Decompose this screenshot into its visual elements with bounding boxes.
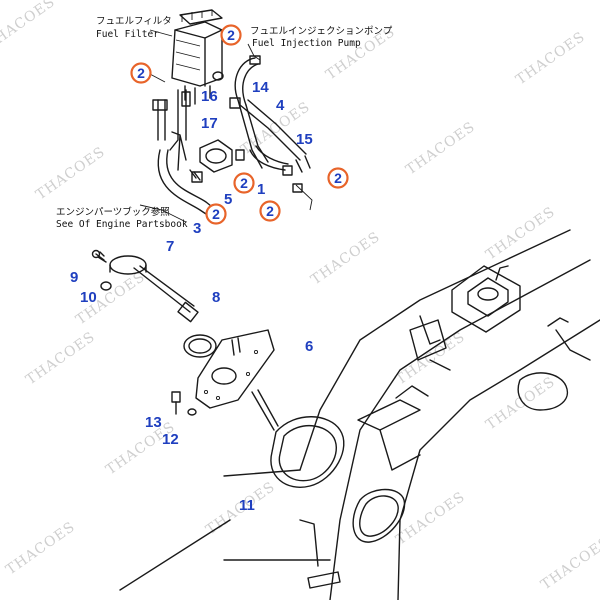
callout-marker: 2: [220, 24, 242, 46]
bolt-drawing: [91, 249, 112, 291]
pump-label-jp: フュエルインジェクションポンプ: [250, 26, 393, 37]
watermark-text: THACOES: [393, 329, 468, 388]
part-number: 5: [224, 191, 232, 208]
watermark-text: THACOES: [23, 329, 98, 388]
part-number: 16: [201, 88, 218, 105]
pump-label-en: Fuel Injection Pump: [252, 38, 361, 49]
callout-markers: 2 2 2 2 2 2: [130, 24, 349, 225]
part-number: 3: [193, 220, 201, 237]
callout-marker: 2: [259, 200, 281, 222]
watermark-text: THACOES: [0, 0, 58, 53]
annotation-labels: フュエルフィルタ Fuel Filter フュエルインジェクションポンプ Fue…: [56, 16, 393, 230]
callout-marker: 2: [205, 203, 227, 225]
part-number: 15: [296, 131, 313, 148]
bolt-washer-drawing: [171, 391, 197, 416]
watermark-text: THACOES: [513, 29, 588, 88]
fuel-sender-drawing: [97, 251, 199, 323]
watermark-text: THACOES: [3, 519, 78, 578]
gasket-ring-drawing: [183, 334, 217, 358]
part-number: 4: [276, 97, 285, 114]
callout-marker: 2: [327, 167, 349, 189]
callout-number: 2: [240, 175, 248, 191]
part-number: 17: [201, 115, 218, 132]
engine-book-label-en: See Of Engine Partsbook: [56, 219, 188, 230]
fuel-filter-drawing: [171, 9, 224, 105]
fuel-filter-label-en: Fuel Filter: [96, 29, 159, 40]
callout-number: 2: [266, 203, 274, 219]
callout-number: 2: [212, 206, 220, 222]
fuel-hoses-drawing: [152, 55, 311, 219]
engine-book-label-jp: エンジンパーツブック参照: [56, 206, 170, 218]
watermark-text: THACOES: [403, 119, 478, 178]
callout-marker: 2: [233, 172, 255, 194]
part-number: 11: [239, 497, 255, 514]
watermark-text: THACOES: [483, 204, 558, 263]
frame-drawing: [119, 229, 600, 600]
callout-number: 2: [137, 65, 145, 81]
callout-number: 2: [334, 170, 342, 186]
part-number: 7: [166, 238, 174, 255]
watermark-text: THACOES: [483, 374, 558, 433]
watermark-text: THACOES: [393, 489, 468, 548]
part-numbers: 16 17 14 4 15 1 5 3 7 9 10 8 6 13 12 11: [70, 79, 313, 514]
watermark-text: THACOES: [33, 144, 108, 203]
fuel-filter-label-jp: フュエルフィルタ: [96, 16, 172, 27]
part-number: 6: [305, 338, 313, 355]
part-number: 9: [70, 269, 78, 286]
part-number: 8: [212, 289, 220, 306]
part-number: 10: [80, 289, 97, 306]
part-number: 14: [252, 79, 269, 96]
part-number: 12: [162, 431, 179, 448]
watermark-text: THACOES: [538, 534, 600, 593]
part-number: 13: [145, 414, 162, 431]
tank-gasket-drawing: [270, 416, 345, 488]
watermark-text: THACOES: [103, 419, 178, 478]
cover-plate-drawing: [195, 329, 279, 431]
part-number: 1: [257, 181, 265, 198]
fuel-pump-drawing: [191, 139, 233, 183]
callout-number: 2: [227, 27, 235, 43]
callout-marker: 2: [130, 62, 152, 84]
watermark-text: THACOES: [308, 229, 383, 288]
leader-lines: [139, 29, 313, 223]
